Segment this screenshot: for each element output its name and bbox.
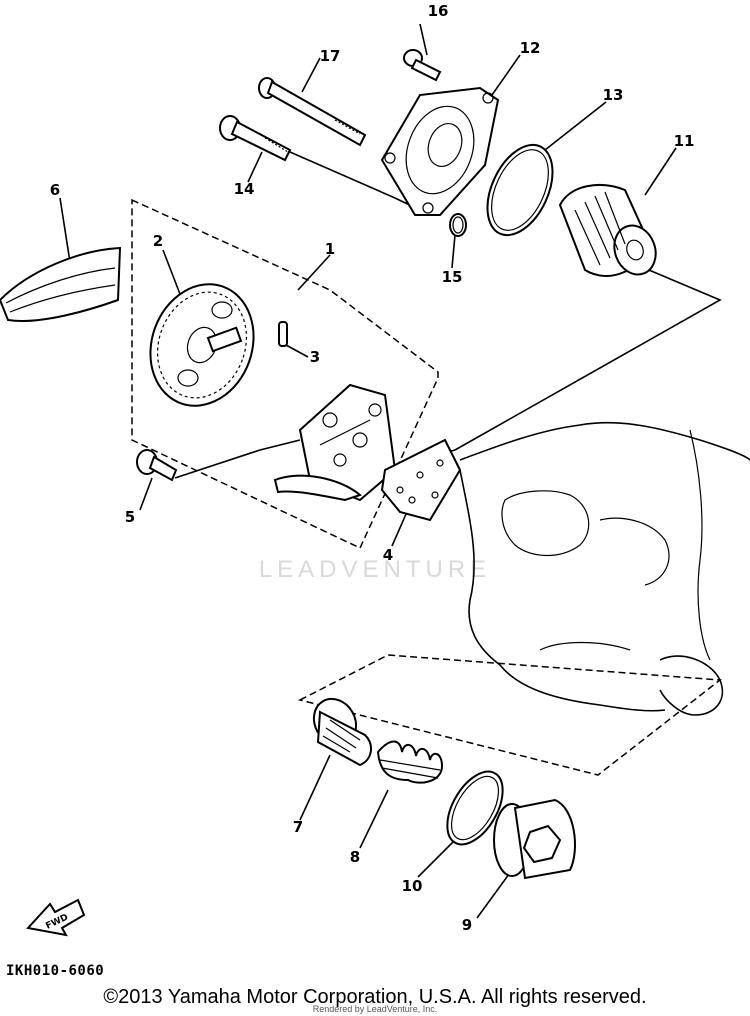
- drain-plug-part-9: [493, 798, 576, 880]
- bolt-part-16: [403, 49, 442, 82]
- callout-2: 2: [153, 232, 163, 250]
- compression-spring-part-8: [376, 740, 444, 784]
- strainer-group-outline: [297, 654, 722, 776]
- callout-4: 4: [383, 546, 393, 564]
- copyright-notice: ©2013 Yamaha Motor Corporation, U.S.A. A…: [103, 986, 647, 1008]
- callout-12: 12: [520, 39, 541, 57]
- callout-3: 3: [310, 348, 320, 366]
- callout-6: 6: [50, 181, 60, 199]
- fwd-arrow-icon: FWD: [26, 898, 86, 937]
- callout-numbers: 1 2 3 4 5 6 7 8 9 10 11 12 13 14 15 16 1…: [50, 2, 695, 934]
- dowel-pin-part-3: [278, 321, 288, 347]
- o-ring-part-10: [446, 770, 504, 846]
- callout-5: 5: [125, 508, 135, 526]
- oil-strainer-part-7: [312, 697, 372, 767]
- crankcase-outline: [459, 421, 750, 716]
- oil-filter-element-part-11: [558, 184, 657, 277]
- callout-11: 11: [674, 132, 695, 150]
- long-bolt-part-17: [258, 77, 367, 147]
- callout-10: 10: [402, 877, 423, 895]
- small-o-ring-part-15: [449, 213, 467, 237]
- callout-13: 13: [603, 86, 624, 104]
- diagram-code: IKH010-6060: [6, 963, 105, 979]
- oil-pump-assembly-group-outline: [131, 198, 439, 550]
- callout-17: 17: [320, 47, 341, 65]
- oil-filter-cover-part-12: [380, 86, 500, 216]
- pump-drive-gear-part-2: [149, 283, 255, 407]
- pan-head-screw-part-5: [136, 449, 178, 482]
- short-bolt-part-14: [219, 115, 292, 162]
- callout-15: 15: [442, 268, 463, 286]
- pump-gasket-part-4: [380, 438, 462, 522]
- watermark-text: LEADVENTURE: [258, 556, 492, 583]
- callout-16: 16: [428, 2, 449, 20]
- pump-cover-part-6: [0, 246, 122, 322]
- o-ring-part-13: [486, 143, 554, 237]
- callout-14: 14: [234, 180, 255, 198]
- callout-8: 8: [350, 848, 360, 866]
- oil-pump-body: [273, 383, 397, 502]
- leader-lines: [59, 23, 722, 919]
- callout-7: 7: [293, 818, 303, 836]
- callout-9: 9: [462, 916, 472, 934]
- rendered-by-notice: Rendered by LeadVenture, Inc.: [312, 1004, 438, 1014]
- callout-1: 1: [325, 240, 335, 258]
